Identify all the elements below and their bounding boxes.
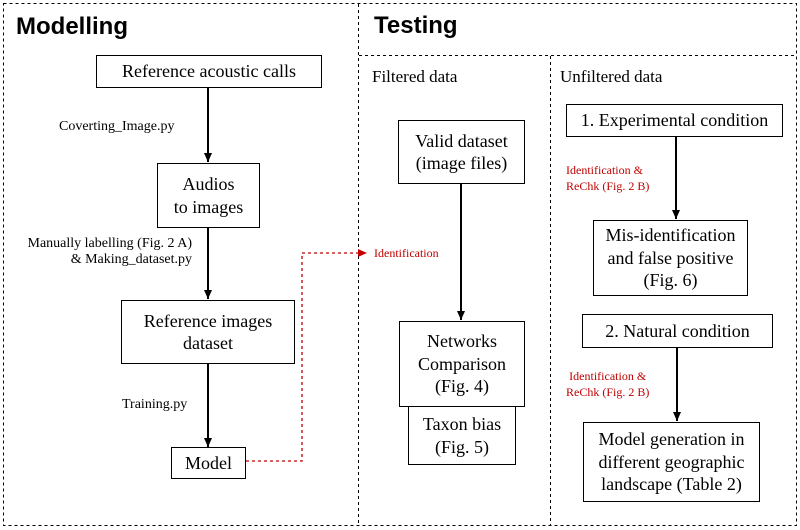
node-experimental-condition: 1. Experimental condition xyxy=(566,104,783,137)
node-valid-dataset: Valid dataset (image files) xyxy=(398,120,525,184)
label-training: Training.py xyxy=(122,397,188,412)
node-reference-acoustic-calls: Reference acoustic calls xyxy=(96,55,322,88)
unfiltered-data-header: Unfiltered data xyxy=(560,67,663,86)
label-converting-image: Coverting_Image.py xyxy=(59,119,175,134)
node-model: Model xyxy=(171,447,246,479)
node-model-generation: Model generation in different geographic… xyxy=(583,422,760,502)
node-misidentification: Mis-identification and false positive (F… xyxy=(593,220,748,296)
testing-header: Testing xyxy=(374,12,458,39)
modelling-header: Modelling xyxy=(16,13,128,40)
label-identification-experimental: Identification & ReChk (Fig. 2 B) xyxy=(566,163,650,193)
arrow-model-to-testing xyxy=(246,249,367,462)
outer-frame xyxy=(3,3,797,526)
node-taxon-bias: Taxon bias (Fig. 5) xyxy=(408,406,516,465)
node-networks-comparison: Networks Comparison (Fig. 4) xyxy=(399,321,525,407)
node-natural-condition: 2. Natural condition xyxy=(582,314,773,348)
label-identification-natural: Identification & ReChk (Fig. 2 B) xyxy=(566,369,650,399)
label-manual-labelling: Manually labelling (Fig. 2 A) & Making_d… xyxy=(27,236,192,268)
node-reference-images-dataset: Reference images dataset xyxy=(121,300,295,364)
node-audios-to-images: Audios to images xyxy=(157,163,260,228)
filtered-data-header: Filtered data xyxy=(372,67,458,86)
label-identification-filtered: Identification xyxy=(374,246,439,260)
